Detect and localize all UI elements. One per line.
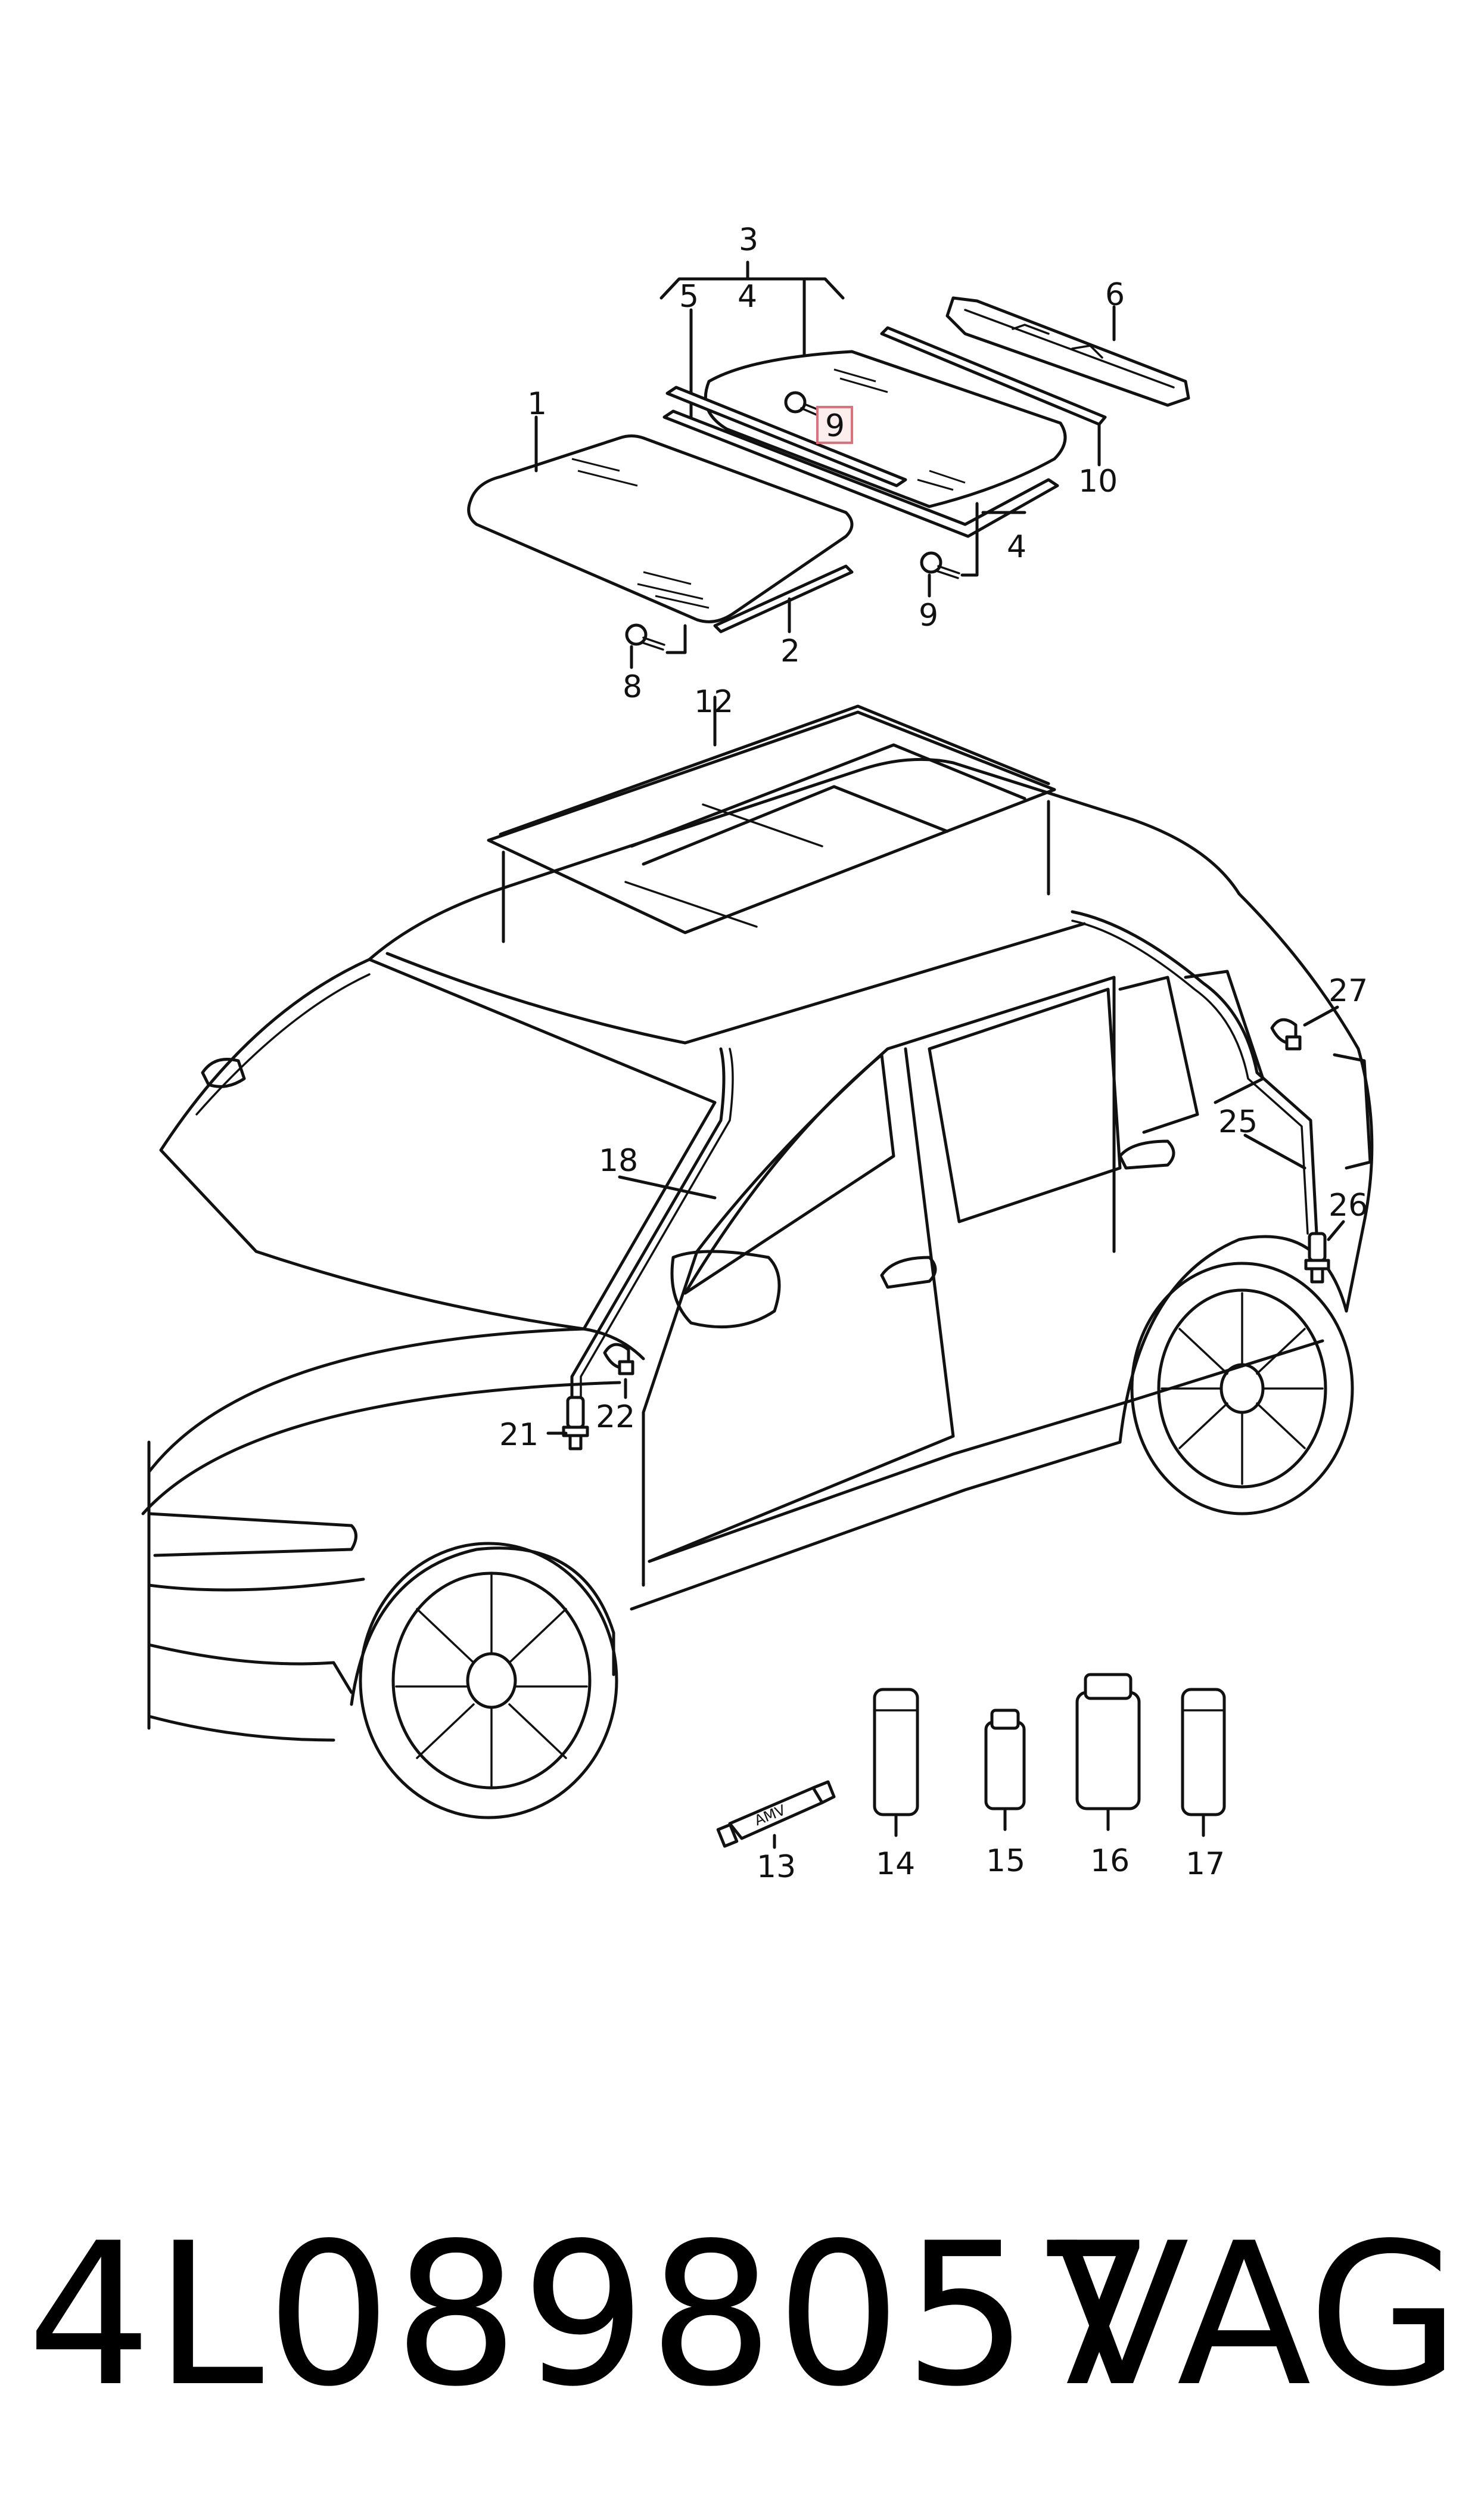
callout-26: 26 (1329, 1188, 1368, 1223)
highlight-box (816, 406, 853, 444)
part-15-bottle (984, 1709, 1026, 1831)
callout-13: 13 (757, 1849, 796, 1885)
callout-22: 22 (596, 1399, 635, 1435)
drain-hose-18 (570, 1047, 734, 1402)
callout-15: 15 (986, 1843, 1025, 1879)
part-5-seal-strip (662, 386, 1059, 538)
callout-labels: 3 5 4 6 9 10 1 4 9 2 8 12 27 25 18 26 21… (499, 222, 1368, 1885)
callout-14: 14 (876, 1846, 915, 1882)
rear-wheel (1130, 1262, 1354, 1515)
drain-hose-25 (1071, 910, 1318, 1235)
callout-21: 21 (499, 1417, 539, 1453)
callout-16: 16 (1090, 1843, 1130, 1879)
drain-valve-26 (1304, 1232, 1330, 1284)
callout-18: 18 (599, 1143, 638, 1179)
clip-27 (1270, 1018, 1302, 1051)
callout-1: 1 (527, 386, 547, 422)
callout-6: 6 (1105, 277, 1125, 313)
callout-3: 3 (739, 222, 758, 258)
front-wheel (359, 1542, 618, 1819)
callout-17: 17 (1186, 1846, 1225, 1882)
leader-lines (546, 1005, 1345, 1435)
callout-25: 25 (1218, 1104, 1258, 1140)
part-14-bottle (873, 1688, 919, 1837)
clip-22 (603, 1343, 634, 1375)
part-1-front-glass-panel (467, 415, 854, 623)
part-10-seal-strip (880, 326, 1107, 467)
part-2-trim-strip (713, 564, 854, 633)
brand-label: VAG (1054, 2201, 1460, 2430)
callout-4-lower: 4 (1007, 529, 1026, 565)
sunroof-assembly (467, 260, 1190, 669)
callout-9-lower: 9 (919, 598, 938, 633)
part-13-tube: AMV (716, 1780, 836, 1849)
part-number: 4L0898057 (27, 2201, 1159, 2430)
callout-12: 12 (694, 684, 733, 720)
part-6-wind-deflector (945, 296, 1190, 407)
callout-9-highlighted: 9 (825, 408, 845, 444)
part-16-bottle (1075, 1673, 1141, 1831)
part-17-bottle (1181, 1688, 1226, 1837)
screw-9-lower (920, 502, 1026, 598)
car-body (141, 757, 1374, 1819)
screw-8 (625, 623, 687, 669)
callout-27: 27 (1329, 973, 1368, 1009)
parts-diagram: AMV 3 5 4 6 9 10 1 4 9 (141, 222, 1374, 1885)
callout-2: 2 (780, 633, 800, 669)
callout-10: 10 (1078, 464, 1118, 499)
part-3-rear-glass-panel (704, 350, 1067, 508)
callout-5: 5 (679, 279, 699, 315)
callout-8: 8 (623, 669, 642, 705)
part-12-sunroof-frame (487, 695, 1056, 943)
drain-valve-21 (562, 1396, 589, 1450)
callout-4-top: 4 (738, 279, 757, 315)
